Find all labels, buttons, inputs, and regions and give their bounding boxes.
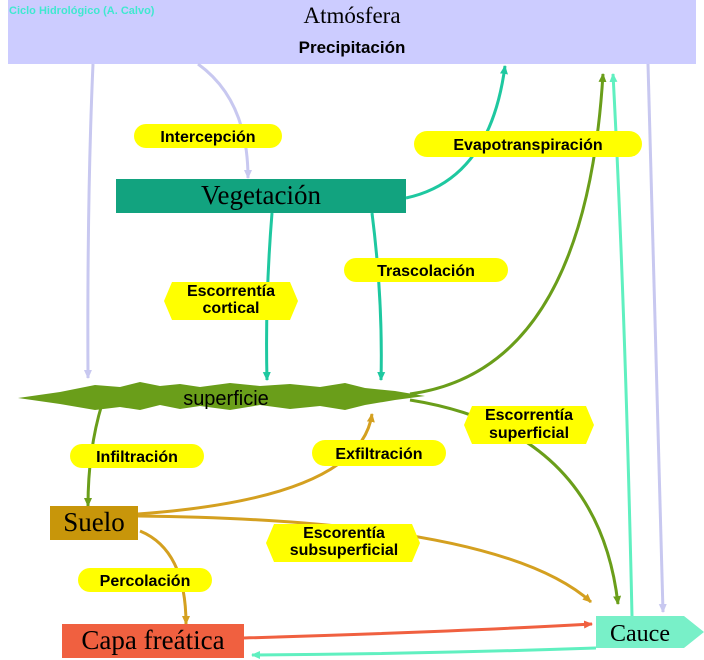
interception-arrow (197, 62, 252, 179)
svg-text:Exfiltración: Exfiltración (335, 446, 422, 463)
surface-runoff-arrow (409, 398, 622, 605)
soil-label: Suelo (63, 507, 125, 537)
precip-to-channel-arrow (646, 63, 667, 613)
svg-text:Escorrentía: Escorrentía (187, 283, 275, 300)
vegetation-label: Vegetación (201, 180, 321, 210)
label-percolation: Percolación (78, 568, 212, 592)
label-interception: Intercepción (134, 124, 282, 148)
svg-text:Intercepción: Intercepción (160, 129, 255, 146)
svg-text:superficial: superficial (489, 425, 569, 442)
surface-to-atmosphere-arrow (409, 73, 607, 396)
credit-text: Ciclo Hidrológico (A. Calvo) (9, 5, 155, 17)
channel-label: Cauce (610, 621, 670, 647)
throughfall-arrow (370, 212, 386, 381)
svg-text:Escorentía: Escorentía (303, 525, 385, 542)
label-surface-runoff: Escorrentía superficial (464, 406, 594, 444)
baseflow-arrow (243, 620, 593, 640)
label-evapotranspiration: Evapotranspiración (414, 131, 642, 157)
water-table-box (62, 624, 244, 658)
surface-label: superficie (183, 388, 269, 410)
label-infiltration: Infiltración (70, 444, 204, 468)
svg-text:Percolación: Percolación (100, 573, 191, 590)
label-subsurface-runoff: Escorentía subsuperficial (266, 524, 420, 562)
atmosphere-label: Atmósfera (303, 3, 400, 28)
svg-text:subsuperficial: subsuperficial (290, 542, 398, 559)
label-exfiltration: Exfiltración (312, 440, 446, 466)
subsurface-runoff-arrow (137, 514, 593, 604)
exfiltration-arrow (137, 413, 375, 516)
precip-to-surface-arrow (83, 63, 95, 379)
water-table-label: Capa freática (81, 625, 224, 655)
atmosphere-box (8, 0, 696, 64)
svg-text:Escorrentía: Escorrentía (485, 407, 573, 424)
vegetation-box (116, 179, 406, 213)
svg-text:Trascolación: Trascolación (377, 263, 475, 280)
soil-box (50, 506, 138, 540)
precipitation-label: Precipitación (299, 38, 406, 57)
percolation-arrow (139, 529, 190, 625)
label-stemflow: Escorrentía cortical (164, 282, 298, 320)
label-throughfall: Trascolación (344, 258, 508, 282)
surface-band (18, 382, 425, 410)
channel-shape (596, 616, 704, 648)
svg-text:Infiltración: Infiltración (96, 449, 178, 466)
svg-text:Evapotranspiración: Evapotranspiración (453, 137, 602, 154)
channel-return-arrow (251, 646, 597, 659)
svg-text:cortical: cortical (203, 300, 260, 317)
